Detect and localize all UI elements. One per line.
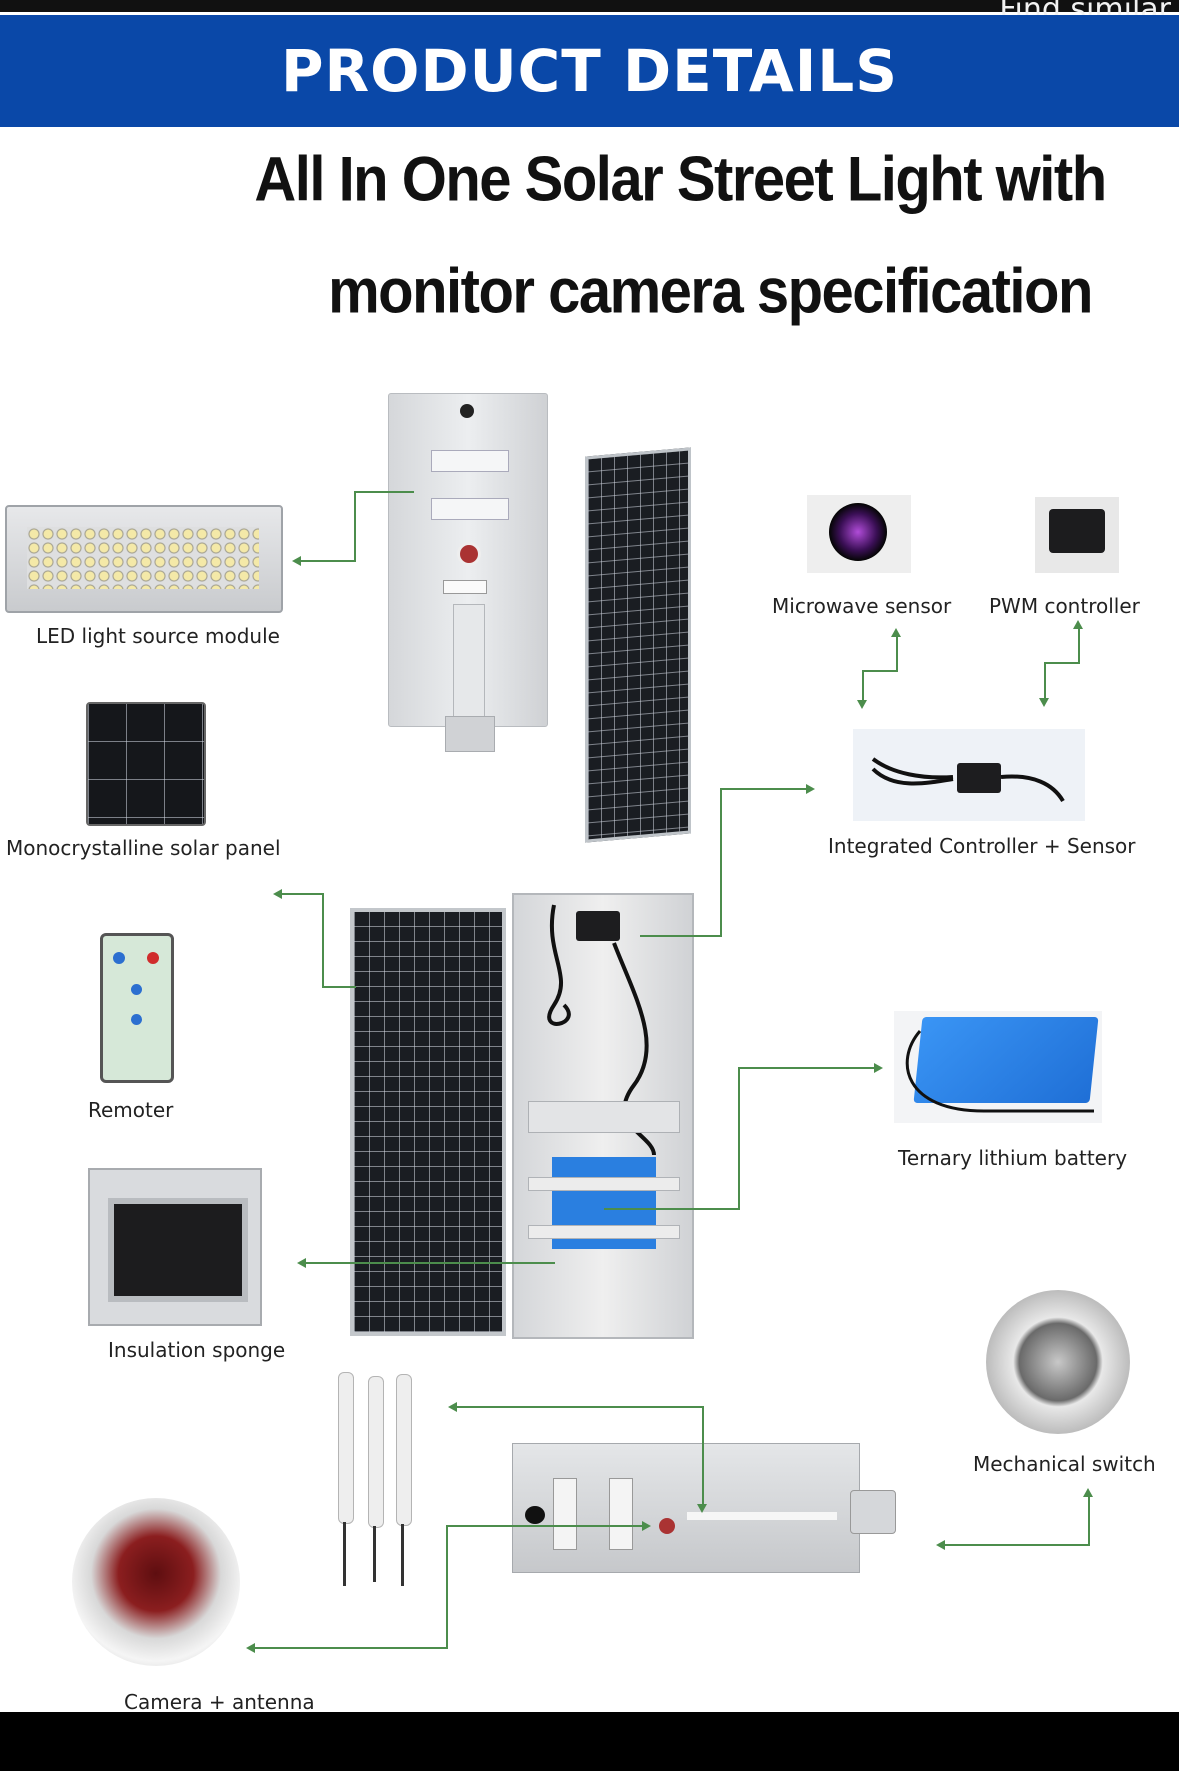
wiring-svg <box>547 904 656 1156</box>
mono-panel-label: Monocrystalline solar panel <box>6 836 281 860</box>
page-title-line-1: All In One Solar Street Light with <box>254 144 1107 215</box>
microwave-sensor-image <box>807 495 911 573</box>
insulation-sponge-label: Insulation sponge <box>108 1338 286 1362</box>
camera-dome-image <box>72 1498 240 1666</box>
solar-panel-image <box>585 447 691 843</box>
antenna-image <box>338 1372 418 1588</box>
header-title: PRODUCT DETAILS <box>280 37 899 105</box>
lithium-battery-image <box>894 1011 1102 1123</box>
mono-panel-image <box>86 702 206 826</box>
controller-box <box>576 911 620 941</box>
open-housing-image <box>512 893 694 1339</box>
mechanical-switch-label: Mechanical switch <box>973 1452 1156 1476</box>
header-banner <box>0 15 1179 127</box>
lamp-side-image <box>512 1443 860 1573</box>
large-solar-panel-image <box>350 908 506 1336</box>
integrated-controller-image <box>853 729 1085 821</box>
page-title-line-2: monitor camera specification <box>328 256 1093 327</box>
top-bar <box>0 0 1179 12</box>
bottom-bar <box>0 1712 1179 1771</box>
lamp-front-image <box>388 393 548 752</box>
remoter-label: Remoter <box>88 1098 174 1122</box>
lithium-battery-label: Ternary lithium battery <box>898 1146 1128 1170</box>
lamp-bracket <box>850 1490 896 1534</box>
pwm-controller-label: PWM controller <box>989 594 1140 618</box>
remote-image <box>100 933 174 1083</box>
microwave-sensor-label: Microwave sensor <box>772 594 952 618</box>
integrated-controller-label: Integrated Controller + Sensor <box>828 834 1136 858</box>
pwm-controller-image <box>1035 497 1119 573</box>
camera-antenna-label: Camera + antenna <box>124 1690 315 1714</box>
led-module-label: LED light source module <box>36 624 280 648</box>
mechanical-switch-image <box>986 1290 1130 1434</box>
led-module-image <box>5 505 283 613</box>
insulation-sponge-image <box>88 1168 262 1326</box>
